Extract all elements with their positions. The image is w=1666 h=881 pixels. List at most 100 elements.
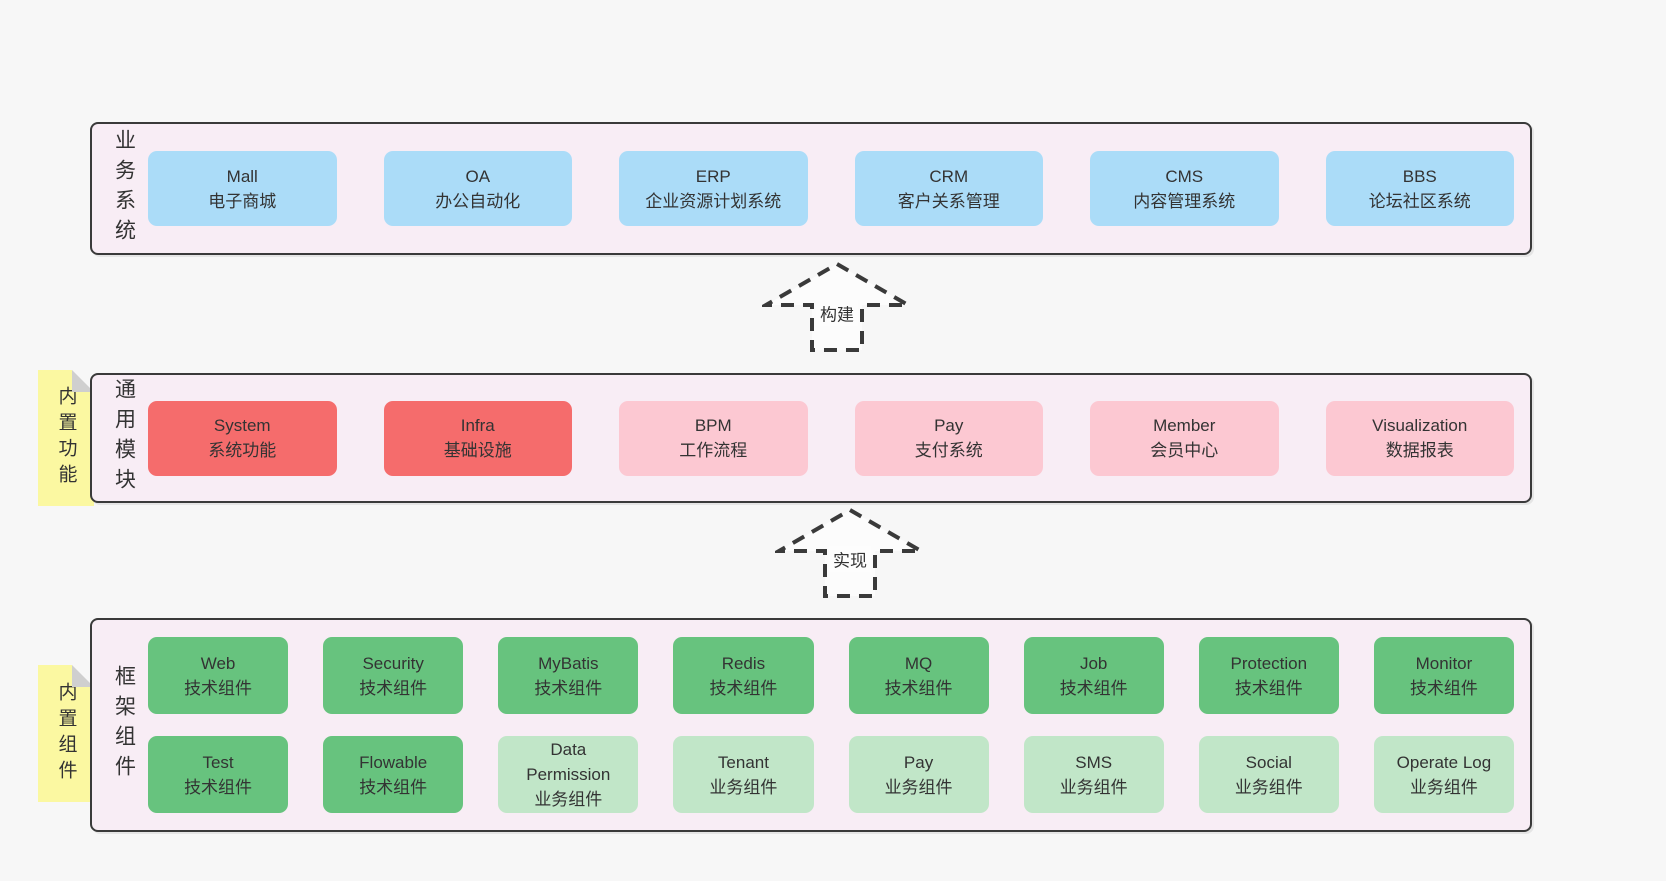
- box-job: Job 技术组件: [1023, 637, 1164, 714]
- box-name: Visualization: [1372, 416, 1468, 435]
- box-name: Infra: [460, 416, 495, 435]
- box-subtitle: 技术组件: [1059, 678, 1128, 698]
- box-subtitle: 会员中心: [1150, 441, 1219, 460]
- box-subtitle: 技术组件: [1234, 678, 1303, 698]
- box-erp: ERP 企业资源计划系统: [619, 151, 808, 226]
- box-subtitle: 业务组件: [534, 790, 603, 809]
- box-subtitle: 数据报表: [1385, 441, 1454, 460]
- panel-business-label-column: 业务系统: [104, 124, 144, 253]
- box-protection: Protection 技术组件: [1198, 637, 1339, 714]
- panel-framework-components: 框架组件 Web 技术组件 Security 技术组件 MyBatis 技术组件…: [90, 618, 1532, 832]
- panel-modules-title: 通用模块: [112, 378, 136, 498]
- box-name: OA: [465, 166, 491, 186]
- panel-business-systems: 业务系统 Mall 电子商城 OA 办公自动化 ERP 企业资源计划系统 CRM…: [90, 122, 1532, 255]
- box-subtitle: 业务组件: [709, 777, 778, 797]
- panel-framework-title: 框架组件: [112, 665, 136, 785]
- box-name: CMS: [1165, 166, 1204, 186]
- box-monitor: Monitor 技术组件: [1373, 637, 1514, 714]
- box-name: BBS: [1402, 166, 1437, 186]
- arrow-build-label: 构建: [816, 299, 858, 327]
- box-subtitle: 技术组件: [184, 777, 253, 797]
- box-flowable: Flowable 技术组件: [323, 736, 464, 813]
- box-subtitle: 工作流程: [679, 441, 748, 460]
- box-name: MyBatis: [538, 653, 599, 673]
- box-web: Web 技术组件: [148, 637, 289, 714]
- box-security: Security 技术组件: [323, 637, 464, 714]
- box-subtitle: 企业资源计划系统: [645, 191, 782, 211]
- box-tenant: Tenant 业务组件: [673, 736, 814, 813]
- note-components-label: 内置组件: [55, 681, 77, 786]
- box-mall: Mall 电子商城: [148, 151, 337, 226]
- box-subtitle: 技术组件: [884, 678, 953, 698]
- box-subtitle: 技术组件: [184, 678, 253, 698]
- box-name: MQ: [904, 653, 933, 673]
- box-subtitle: 电子商城: [208, 191, 277, 211]
- box-subtitle: 业务组件: [1409, 777, 1478, 797]
- box-cms: CMS 内容管理系统: [1090, 151, 1279, 226]
- box-name: BPM: [694, 416, 732, 435]
- box-name: Operate Log: [1396, 752, 1492, 772]
- box-name: ERP: [695, 166, 731, 186]
- box-subtitle: 基础设施: [443, 441, 512, 460]
- box-subtitle: 技术组件: [359, 678, 428, 698]
- box-data-permission: Data Permission 业务组件: [498, 736, 639, 813]
- box-name: Web: [200, 653, 236, 673]
- box-subtitle: 业务组件: [884, 777, 953, 797]
- box-name: Tenant: [717, 752, 769, 772]
- box-subtitle: 内容管理系统: [1133, 191, 1236, 211]
- box-subtitle: 支付系统: [914, 441, 983, 460]
- box-subtitle: 技术组件: [709, 678, 778, 698]
- box-infra: Infra 基础设施: [383, 400, 572, 476]
- box-name: SMS: [1075, 752, 1113, 772]
- note-features-label: 内置功能: [55, 386, 77, 490]
- box-redis: Redis 技术组件: [673, 637, 814, 714]
- box-subtitle: 技术组件: [359, 777, 428, 797]
- box-subtitle: 技术组件: [1409, 678, 1478, 698]
- box-sms: SMS 业务组件: [1023, 736, 1164, 813]
- note-built-in-components: 内置组件: [38, 665, 94, 802]
- box-name: System: [213, 416, 271, 435]
- note-built-in-features: 内置功能: [38, 370, 94, 506]
- box-mq: MQ 技术组件: [848, 637, 989, 714]
- box-subtitle: 业务组件: [1234, 777, 1303, 797]
- box-oa: OA 办公自动化: [383, 151, 572, 226]
- box-name: Redis: [721, 653, 766, 673]
- box-name: Flowable: [359, 752, 428, 772]
- box-name: Pay: [934, 416, 964, 435]
- folded-corner-icon: [72, 370, 94, 392]
- box-operate-log: Operate Log 业务组件: [1373, 736, 1514, 813]
- box-subtitle: 系统功能: [208, 441, 277, 460]
- folded-corner-icon: [72, 665, 94, 687]
- box-subtitle: 技术组件: [534, 678, 603, 698]
- box-name: Security: [362, 653, 424, 673]
- panel-business-title: 业务系统: [112, 128, 136, 249]
- box-name: Test: [202, 752, 234, 772]
- box-subtitle: 客户关系管理: [897, 191, 1000, 211]
- box-name: Social: [1245, 752, 1292, 772]
- modules-box-row: System 系统功能 Infra 基础设施 BPM 工作流程 Pay 支付系统…: [148, 375, 1514, 501]
- box-name: CRM: [929, 166, 969, 186]
- box-bbs: BBS 论坛社区系统: [1325, 151, 1514, 226]
- box-name: Job: [1079, 653, 1108, 673]
- box-name: Member: [1153, 416, 1216, 435]
- arrow-implement: 实现: [775, 506, 925, 600]
- box-subtitle: 办公自动化: [435, 191, 521, 211]
- panel-modules-label-column: 通用模块: [104, 375, 144, 501]
- panel-framework-label-column: 框架组件: [104, 620, 144, 830]
- box-name: Data Permission: [526, 740, 611, 784]
- arrow-implement-label: 实现: [829, 545, 871, 573]
- box-member: Member 会员中心: [1090, 400, 1279, 476]
- panel-common-modules: 通用模块 System 系统功能 Infra 基础设施 BPM 工作流程 Pay…: [90, 373, 1532, 503]
- box-name: Pay: [903, 752, 934, 772]
- framework-box-grid: Web 技术组件 Security 技术组件 MyBatis 技术组件 Redi…: [148, 620, 1514, 830]
- box-subtitle: 业务组件: [1059, 777, 1128, 797]
- box-mybatis: MyBatis 技术组件: [498, 637, 639, 714]
- box-pay-module: Pay 支付系统: [854, 400, 1043, 476]
- box-system: System 系统功能: [148, 400, 337, 476]
- box-visualization: Visualization 数据报表: [1325, 400, 1514, 476]
- arrow-build: 构建: [762, 260, 912, 354]
- box-crm: CRM 客户关系管理: [854, 151, 1043, 226]
- box-social: Social 业务组件: [1198, 736, 1339, 813]
- box-subtitle: 论坛社区系统: [1368, 191, 1471, 211]
